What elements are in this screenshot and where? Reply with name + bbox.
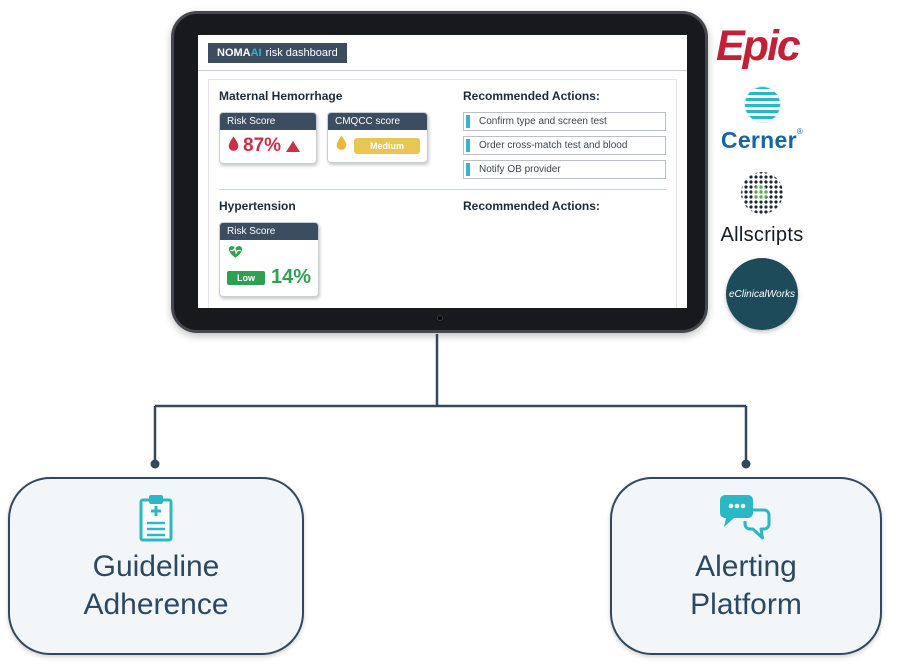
maternal-actions-list: Confirm type and screen test Order cross… [463, 112, 666, 179]
alerting-platform-node: Alerting Platform [610, 477, 882, 655]
action-item-type-screen[interactable]: Confirm type and screen test [463, 112, 666, 131]
trend-up-icon [286, 140, 301, 152]
action-label: Order cross-match test and blood [479, 140, 628, 151]
heart-pulse-icon [227, 246, 244, 263]
action-accent-bar [466, 139, 470, 152]
risk-score-value: 87% [243, 135, 282, 156]
blood-drop-icon [227, 136, 240, 157]
chat-bubbles-icon [717, 492, 775, 544]
cmqcc-medium-badge: Medium [354, 137, 421, 154]
action-item-notify-ob[interactable]: Notify OB provider [463, 160, 666, 179]
guideline-adherence-label: Guideline Adherence [83, 548, 228, 623]
alerting-platform-label: Alerting Platform [690, 548, 802, 623]
cerner-emblem-icon [743, 86, 781, 123]
dashboard-panel: Maternal Hemorrhage Risk Score 87% [208, 79, 677, 308]
hypertension-risk-score-header: Risk Score [220, 223, 319, 240]
hypertension-title: Hypertension [219, 199, 296, 213]
hypertension-section: Hypertension Risk Score [219, 199, 666, 297]
action-accent-bar [466, 115, 470, 128]
hypertension-left-column: Hypertension Risk Score [219, 199, 451, 297]
allscripts-wordmark: Allscripts [720, 224, 804, 246]
brand-ai: AI [250, 46, 262, 59]
action-label: Notify OB provider [479, 164, 561, 175]
cmqcc-score-header: CMQCC score [328, 113, 428, 130]
node-label-line1: Alerting [695, 550, 797, 583]
maternal-actions-column: Recommended Actions: Confirm type and sc… [463, 89, 666, 179]
risk-score-header: Risk Score [220, 113, 316, 130]
section-divider [219, 189, 666, 190]
action-item-cross-match[interactable]: Order cross-match test and blood [463, 136, 666, 155]
cmqcc-score-body: Medium [328, 130, 427, 162]
brand-noma: NOMA [217, 46, 251, 59]
cerner-wordmark: Cerner® [718, 127, 806, 154]
maternal-section: Maternal Hemorrhage Risk Score 87% [219, 89, 666, 179]
camera-dot-icon [436, 315, 443, 321]
hypertension-risk-score-body: Low 14% [220, 240, 318, 296]
risk-score-body: 87% [220, 130, 316, 163]
node-label-line1: Guideline [92, 550, 220, 583]
maternal-title: Maternal Hemorrhage [219, 89, 343, 103]
cerner-text: Cerner [720, 127, 797, 153]
brand-suffix: risk dashboard [265, 46, 338, 59]
registered-mark: ® [796, 127, 804, 136]
action-accent-bar [466, 163, 470, 176]
guideline-adherence-node: Guideline Adherence [8, 477, 304, 655]
hypertension-value-row: Low 14% [227, 266, 311, 289]
allscripts-logo: Allscripts [710, 170, 814, 247]
hypertension-risk-score-card: Risk Score Low 14% [219, 222, 320, 297]
node-label-line2: Adherence [83, 587, 229, 621]
clipboard-medical-icon [136, 492, 176, 544]
maternal-risk-score-card: Risk Score 87% [219, 112, 317, 164]
hypertension-actions-column: Recommended Actions: [463, 199, 666, 297]
epic-logo: Epic [716, 22, 801, 70]
action-label: Confirm type and screen test [479, 116, 607, 127]
maternal-cards-row: Risk Score 87% CMQCC sc [219, 112, 451, 164]
hypertension-actions-title: Recommended Actions: [463, 199, 600, 213]
maternal-actions-title: Recommended Actions: [463, 89, 600, 103]
low-badge: Low [227, 270, 265, 285]
allscripts-globe-icon [739, 172, 785, 220]
yellow-drop-icon [335, 135, 348, 156]
eclinicalworks-text: eClinicalWorks [728, 288, 796, 300]
eclinicalworks-logo: eClinicalWorks [726, 258, 798, 330]
hypertension-risk-value: 14% [271, 266, 312, 288]
node-label-line2: Platform [690, 587, 802, 621]
cmqcc-score-card: CMQCC score Medium [327, 112, 429, 163]
cerner-logo: Cerner® [718, 86, 806, 154]
maternal-left-column: Maternal Hemorrhage Risk Score 87% [219, 89, 451, 179]
